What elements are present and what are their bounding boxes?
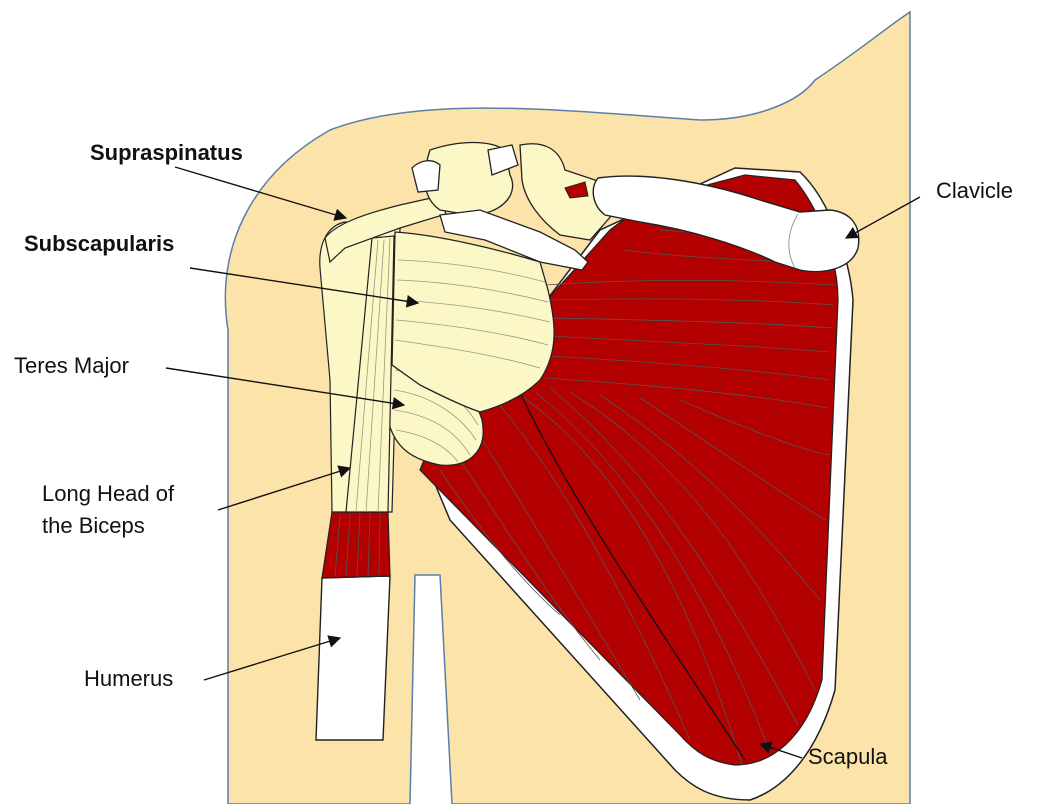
coracoid-tip xyxy=(412,161,440,192)
label-long-head-line2: the Biceps xyxy=(42,511,145,541)
label-humerus: Humerus xyxy=(84,664,173,694)
humerus-bone xyxy=(316,576,390,740)
label-subscapularis: Subscapularis xyxy=(24,229,174,259)
label-supraspinatus: Supraspinatus xyxy=(90,138,243,168)
label-clavicle: Clavicle xyxy=(936,176,1013,206)
label-long-head-line1: Long Head of xyxy=(42,479,174,509)
label-teres-major: Teres Major xyxy=(14,351,129,381)
label-scapula: Scapula xyxy=(808,742,888,772)
